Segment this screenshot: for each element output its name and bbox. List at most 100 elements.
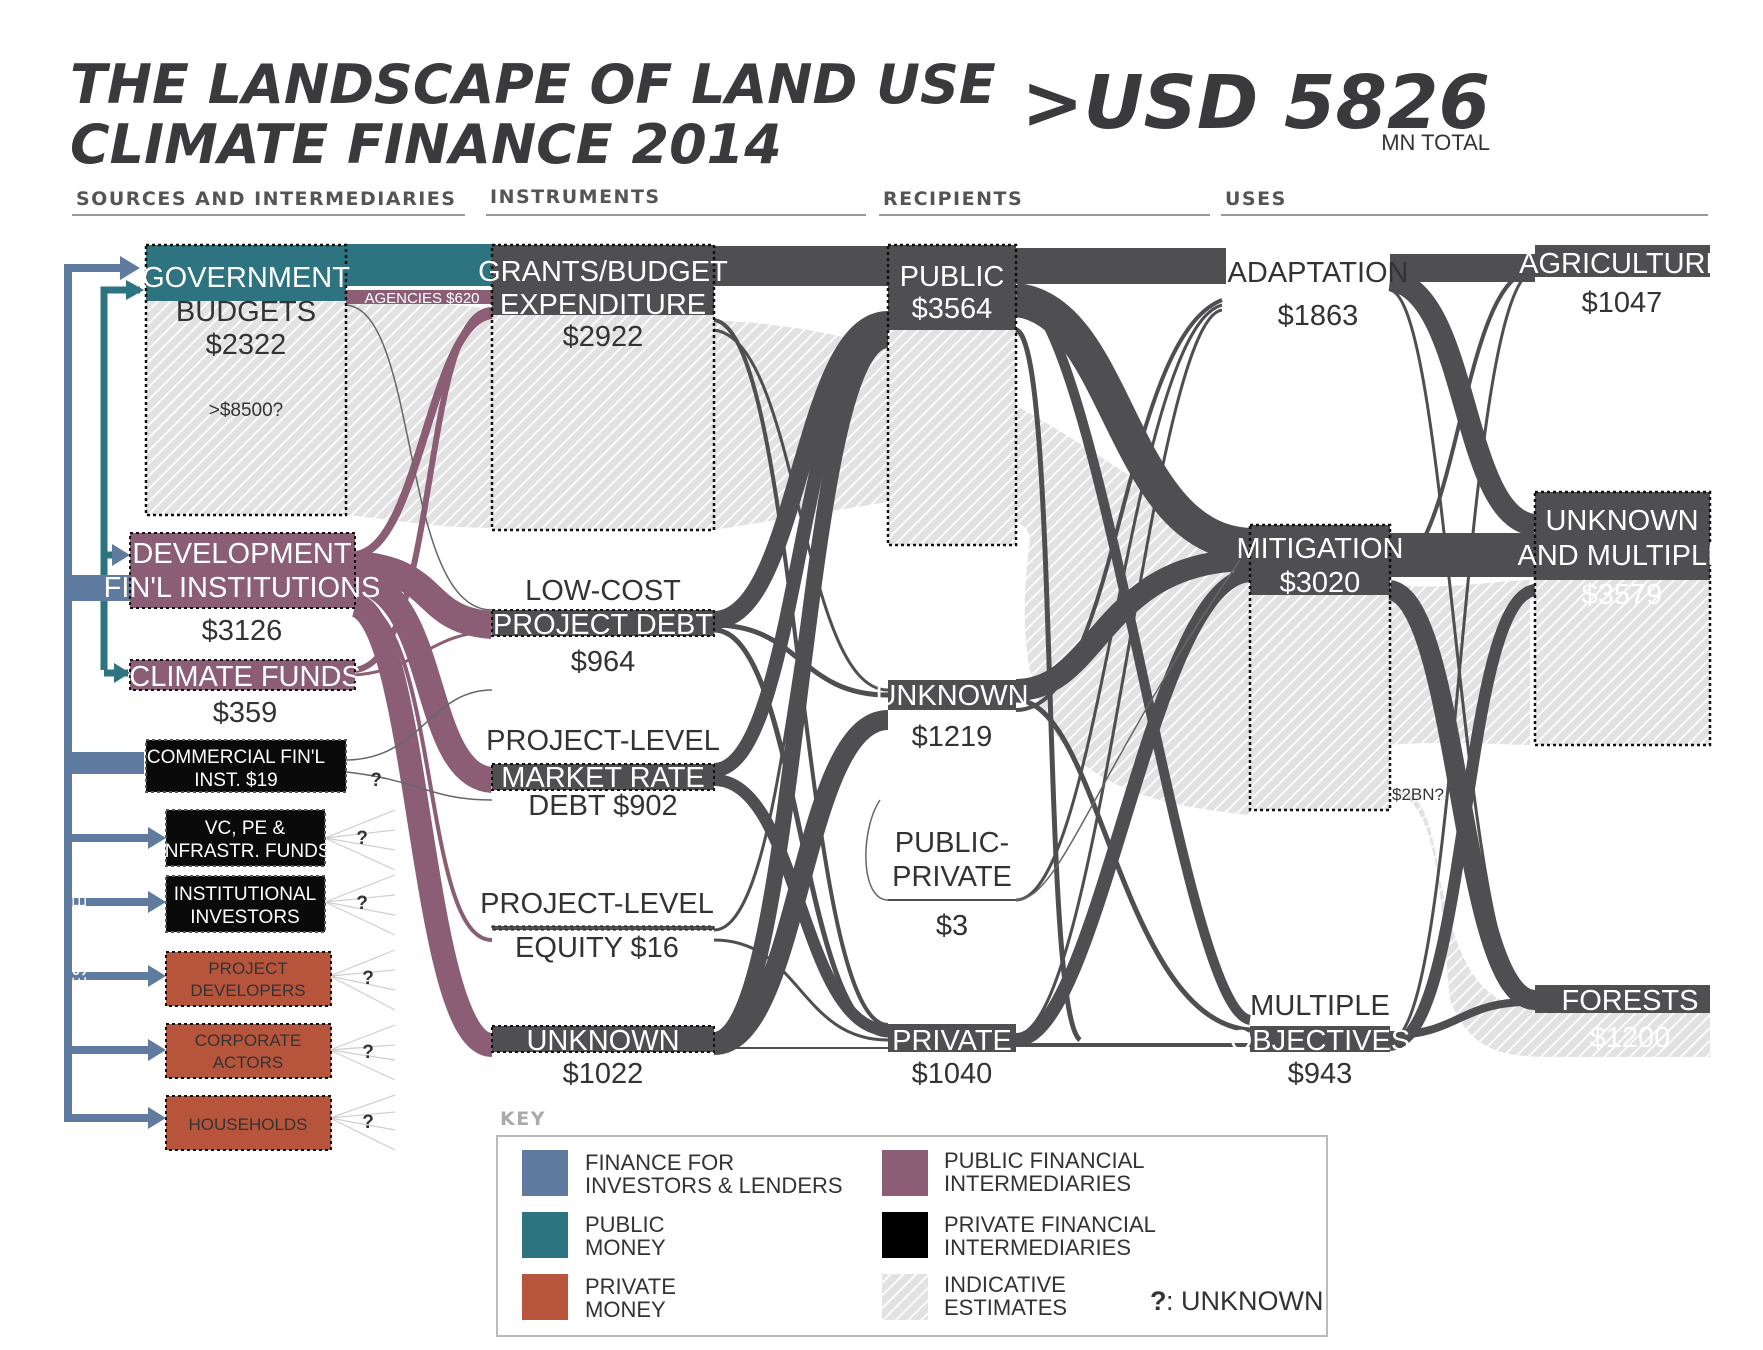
govt-estimate-area bbox=[146, 300, 346, 515]
svg-text:BUDGETS: BUDGETS bbox=[176, 296, 316, 328]
grants-estimate-area bbox=[492, 315, 714, 530]
svg-text:LOW-COST: LOW-COST bbox=[525, 575, 681, 607]
node-corporate: CORPORATE ACTORS ? bbox=[165, 1023, 374, 1079]
section-recipients: RECIPIENTS bbox=[883, 188, 1023, 210]
svg-text:?: ? bbox=[362, 968, 374, 989]
svg-text:MULTIPLE: MULTIPLE bbox=[1250, 990, 1390, 1022]
legend-title: KEY bbox=[500, 1108, 546, 1130]
svg-text:INVESTORS & LENDERS: INVESTORS & LENDERS bbox=[585, 1173, 843, 1198]
svg-text:PROJECT-LEVEL: PROJECT-LEVEL bbox=[486, 725, 720, 757]
node-public: PUBLIC $3564 bbox=[886, 243, 1018, 547]
svg-text:ESTIMATES: ESTIMATES bbox=[944, 1295, 1067, 1320]
svg-text:INTERMEDIARIES: INTERMEDIARIES bbox=[944, 1171, 1131, 1196]
svg-text:GOVERNMENT: GOVERNMENT bbox=[142, 262, 350, 294]
svg-text:PRIVATE: PRIVATE bbox=[585, 1274, 676, 1299]
node-government: GOVERNMENT BUDGETS $2322 >$8500? bbox=[142, 243, 350, 517]
svg-text:CLIMATE FUNDS: CLIMATE FUNDS bbox=[129, 661, 360, 693]
svg-text:INVESTORS: INVESTORS bbox=[190, 907, 299, 928]
svg-text:INFRASTR. FUNDS: INFRASTR. FUNDS bbox=[160, 841, 331, 862]
svg-text:$1200: $1200 bbox=[1590, 1022, 1671, 1054]
node-agriculture: AGRICULTURE $1047 bbox=[1519, 245, 1725, 319]
node-households: HOUSEHOLDS ? bbox=[165, 1095, 374, 1151]
svg-text:INST. $19: INST. $19 bbox=[194, 770, 277, 791]
svg-text:$2922: $2922 bbox=[563, 321, 644, 353]
legend-item-private-money: PRIVATE MONEY bbox=[522, 1274, 676, 1322]
svg-text:$2322: $2322 bbox=[206, 329, 287, 361]
svg-text:AND MULTIPLE: AND MULTIPLE bbox=[1518, 540, 1727, 572]
svg-text:?: ? bbox=[356, 828, 368, 849]
svg-text:$1040: $1040 bbox=[912, 1058, 993, 1090]
svg-text:$964: $964 bbox=[571, 646, 636, 678]
svg-text:?: ? bbox=[356, 893, 368, 914]
title-line-2: CLIMATE FINANCE 2014 bbox=[70, 113, 782, 176]
node-commercial: COMMERCIAL FIN'L INST. $19 ? bbox=[145, 739, 382, 793]
legend-item-investors: FINANCE FOR INVESTORS & LENDERS bbox=[522, 1150, 843, 1198]
svg-text:UNKNOWN: UNKNOWN bbox=[875, 680, 1028, 712]
legend-unknown-label: : UNKNOWN bbox=[1166, 1286, 1324, 1316]
mitigation-estimate: $2BN? bbox=[1392, 785, 1444, 804]
svg-text:ACTORS: ACTORS bbox=[213, 1053, 284, 1072]
node-adaptation: ADAPTATION $1863 bbox=[1228, 257, 1409, 332]
node-recipient-unknown: UNKNOWN $1219 bbox=[875, 680, 1029, 753]
node-vc-pe: VC, PE & INFRASTR. FUNDS ? bbox=[160, 809, 368, 867]
svg-text:DEBT $902: DEBT $902 bbox=[528, 790, 677, 822]
not-estimated-label: NOT ESTIMATED bbox=[70, 882, 91, 1034]
svg-text:MARKET RATE: MARKET RATE bbox=[501, 762, 705, 794]
svg-text:PROJECT-LEVEL: PROJECT-LEVEL bbox=[480, 888, 714, 920]
svg-text:$1047: $1047 bbox=[1582, 287, 1663, 319]
svg-text:PUBLIC: PUBLIC bbox=[900, 261, 1005, 293]
svg-text:EQUITY $16: EQUITY $16 bbox=[515, 932, 679, 964]
node-climate-funds: CLIMATE FUNDS $359 bbox=[129, 659, 361, 729]
svg-text:MONEY: MONEY bbox=[585, 1235, 666, 1260]
legend-unknown: ? : UNKNOWN bbox=[1150, 1286, 1324, 1316]
svg-text:?: ? bbox=[362, 1042, 374, 1063]
svg-text:VC, PE &: VC, PE & bbox=[205, 818, 286, 839]
section-headers: SOURCES AND INTERMEDIARIES INSTRUMENTS R… bbox=[72, 186, 1708, 216]
svg-text:$943: $943 bbox=[1288, 1058, 1353, 1090]
dark-flows bbox=[712, 246, 1538, 1055]
legend-item-public-intermediaries: PUBLIC FINANCIAL INTERMEDIARIES bbox=[882, 1148, 1145, 1196]
node-institutional: INSTITUTIONAL INVESTORS ? bbox=[165, 875, 368, 933]
section-instruments: INSTRUMENTS bbox=[490, 186, 661, 208]
svg-text:INSTITUTIONAL: INSTITUTIONAL bbox=[174, 884, 317, 905]
svg-text:DEVELOPERS: DEVELOPERS bbox=[190, 981, 305, 1000]
svg-text:PRIVATE FINANCIAL: PRIVATE FINANCIAL bbox=[944, 1212, 1156, 1237]
svg-text:FIN'L INSTITUTIONS: FIN'L INSTITUTIONS bbox=[104, 572, 381, 604]
commercial-unknown-mark: ? bbox=[370, 770, 382, 791]
svg-text:PUBLIC FINANCIAL: PUBLIC FINANCIAL bbox=[944, 1148, 1145, 1173]
svg-text:PROJECT: PROJECT bbox=[208, 959, 287, 978]
mitigation-estimate-area bbox=[1250, 585, 1390, 810]
svg-text:MONEY: MONEY bbox=[585, 1297, 666, 1322]
svg-text:EXPENDITURE: EXPENDITURE bbox=[500, 289, 706, 321]
node-equity: PROJECT-LEVEL EQUITY $16 bbox=[480, 888, 715, 964]
node-private: PRIVATE $1040 bbox=[888, 1024, 1016, 1090]
unknown-multiple-estimate-area bbox=[1535, 580, 1710, 745]
section-sources: SOURCES AND INTERMEDIARIES bbox=[76, 188, 456, 210]
svg-text:ADAPTATION: ADAPTATION bbox=[1228, 257, 1409, 289]
svg-text:MITIGATION: MITIGATION bbox=[1236, 533, 1403, 565]
node-low-cost-debt: LOW-COST PROJECT DEBT $964 bbox=[491, 575, 715, 678]
svg-text:UNKNOWN: UNKNOWN bbox=[1545, 505, 1698, 537]
svg-text:PUBLIC-: PUBLIC- bbox=[895, 827, 1009, 859]
legend-item-public-money: PUBLIC MONEY bbox=[522, 1212, 666, 1260]
svg-text:PUBLIC: PUBLIC bbox=[585, 1212, 665, 1237]
svg-text:INDICATIVE: INDICATIVE bbox=[944, 1272, 1066, 1297]
public-estimate-area bbox=[888, 320, 1016, 545]
node-unknown-multiple: UNKNOWN AND MULTIPLE $3579 bbox=[1518, 490, 1727, 747]
legend-item-indicative: INDICATIVE ESTIMATES bbox=[882, 1272, 1067, 1320]
title-line-1: THE LANDSCAPE OF LAND USE bbox=[70, 53, 996, 116]
svg-text:$3579: $3579 bbox=[1582, 579, 1663, 611]
node-dfi: DEVELOPMENT FIN'L INSTITUTIONS $3126 bbox=[104, 532, 381, 647]
svg-text:$3: $3 bbox=[936, 910, 968, 942]
svg-text:COMMERCIAL FIN'L: COMMERCIAL FIN'L bbox=[147, 747, 325, 768]
node-developers: PROJECT DEVELOPERS ? bbox=[165, 951, 374, 1007]
svg-text:INTERMEDIARIES: INTERMEDIARIES bbox=[944, 1235, 1131, 1260]
purple-flows bbox=[349, 307, 495, 1057]
total-unit: MN TOTAL bbox=[1381, 130, 1490, 155]
node-multiple-objectives: MULTIPLE OBJECTIVES $943 bbox=[1230, 990, 1411, 1090]
svg-text:$3020: $3020 bbox=[1280, 567, 1361, 599]
svg-text:HOUSEHOLDS: HOUSEHOLDS bbox=[188, 1115, 307, 1134]
svg-text:AGRICULTURE: AGRICULTURE bbox=[1519, 248, 1725, 280]
svg-text:CORPORATE: CORPORATE bbox=[195, 1031, 301, 1050]
